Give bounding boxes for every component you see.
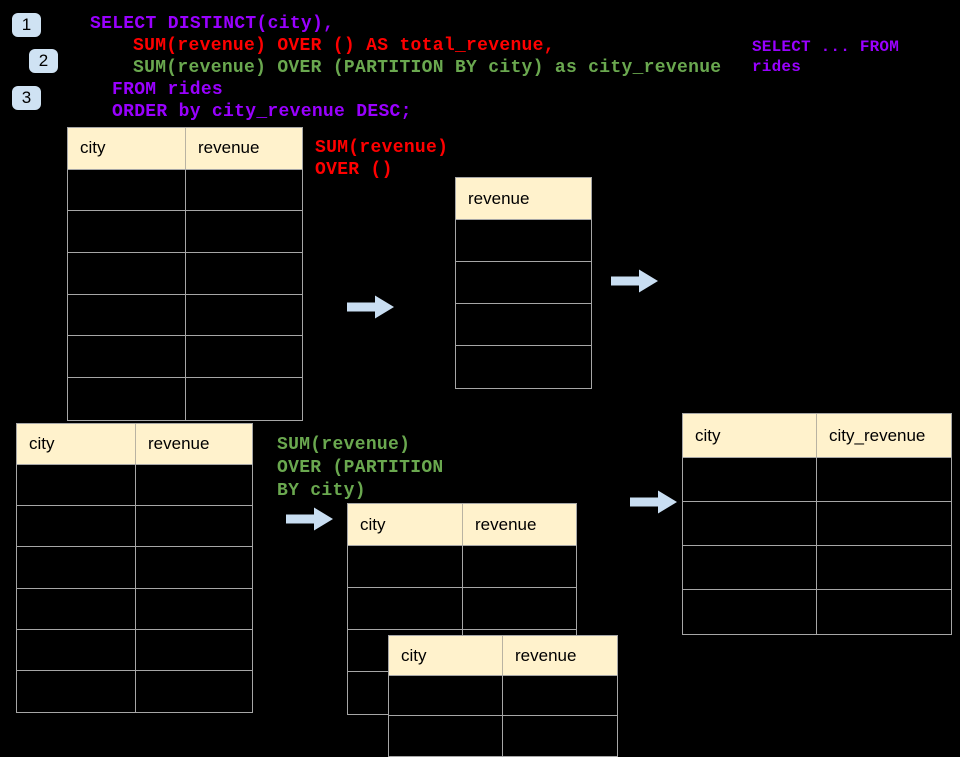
column-header-city: city <box>17 424 136 465</box>
table-row <box>683 458 951 502</box>
column-header-city-revenue: city_revenue <box>817 414 951 457</box>
table-partition-front: city revenue <box>388 635 618 757</box>
table-row <box>389 716 617 756</box>
column-header-revenue: revenue <box>463 504 576 545</box>
column-header-revenue: revenue <box>186 128 302 169</box>
table-row <box>17 588 252 630</box>
table-row <box>683 590 951 634</box>
column-header-city: city <box>348 504 463 545</box>
step-badge-1: 1 <box>12 13 41 37</box>
side-note-rides: rides <box>752 58 802 76</box>
column-header-city: city <box>683 414 817 457</box>
column-header-city: city <box>68 128 186 169</box>
table-row <box>17 506 252 548</box>
table-row <box>17 465 252 507</box>
table-row <box>456 346 591 388</box>
column-header-city: city <box>389 636 503 675</box>
table-header-row: city revenue <box>17 424 252 466</box>
column-header-revenue: revenue <box>136 424 252 465</box>
annotation-total-line1: SUM(revenue) <box>315 138 449 158</box>
table-header-row: city revenue <box>348 504 576 546</box>
table-header-row: city city_revenue <box>683 414 951 458</box>
sql-line-select: SELECT DISTINCT(city), <box>90 14 335 34</box>
table-row <box>68 377 302 420</box>
table-rides-bottom: city revenue <box>16 423 253 714</box>
annotation-partition-line2: OVER (PARTITION <box>277 458 444 478</box>
table-city-revenue-result: city city_revenue <box>682 413 952 635</box>
flow-arrow-to-partitions <box>286 507 333 531</box>
annotation-total-line2: OVER () <box>315 160 393 180</box>
table-row <box>348 546 576 588</box>
table-revenue-column: revenue <box>455 177 592 389</box>
table-row <box>456 304 591 346</box>
side-note-select-from: SELECT ... FROM <box>752 38 900 56</box>
flow-arrow-to-total <box>611 269 658 293</box>
table-row <box>456 262 591 304</box>
table-header-row: city revenue <box>389 636 617 676</box>
table-header-row: city revenue <box>68 128 302 170</box>
step-badge-3: 3 <box>12 86 41 110</box>
table-row <box>456 220 591 262</box>
flow-arrow-to-revenue-column <box>347 295 394 319</box>
table-row <box>17 629 252 671</box>
table-row <box>68 211 302 253</box>
flow-arrow-to-result <box>630 490 677 514</box>
annotation-partition-line1: SUM(revenue) <box>277 435 411 455</box>
table-row <box>389 676 617 716</box>
table-row <box>68 252 302 295</box>
table-row <box>17 670 252 713</box>
table-row <box>683 502 951 546</box>
sql-line-city-revenue: SUM(revenue) OVER (PARTITION BY city) as… <box>133 58 722 78</box>
table-partition-back: city revenue <box>347 503 577 715</box>
table-row <box>68 336 302 378</box>
table-row <box>683 546 951 590</box>
sql-window-function-diagram: 1 2 3 SELECT DISTINCT(city), SUM(revenue… <box>12 13 952 757</box>
table-header-row: revenue <box>456 178 591 220</box>
sql-line-from: FROM rides <box>112 80 224 100</box>
table-row <box>348 588 576 630</box>
column-header-revenue: revenue <box>503 636 617 675</box>
column-header-revenue: revenue <box>456 178 591 219</box>
table-row <box>68 169 302 212</box>
table-row <box>68 294 302 337</box>
sql-line-order-by: ORDER by city_revenue DESC; <box>112 102 412 122</box>
table-row <box>17 547 252 589</box>
annotation-partition-line3: BY city) <box>277 481 366 501</box>
step-badge-2: 2 <box>29 49 58 73</box>
sql-line-total-revenue: SUM(revenue) OVER () AS total_revenue, <box>133 36 555 56</box>
table-rides-top: city revenue <box>67 127 303 421</box>
